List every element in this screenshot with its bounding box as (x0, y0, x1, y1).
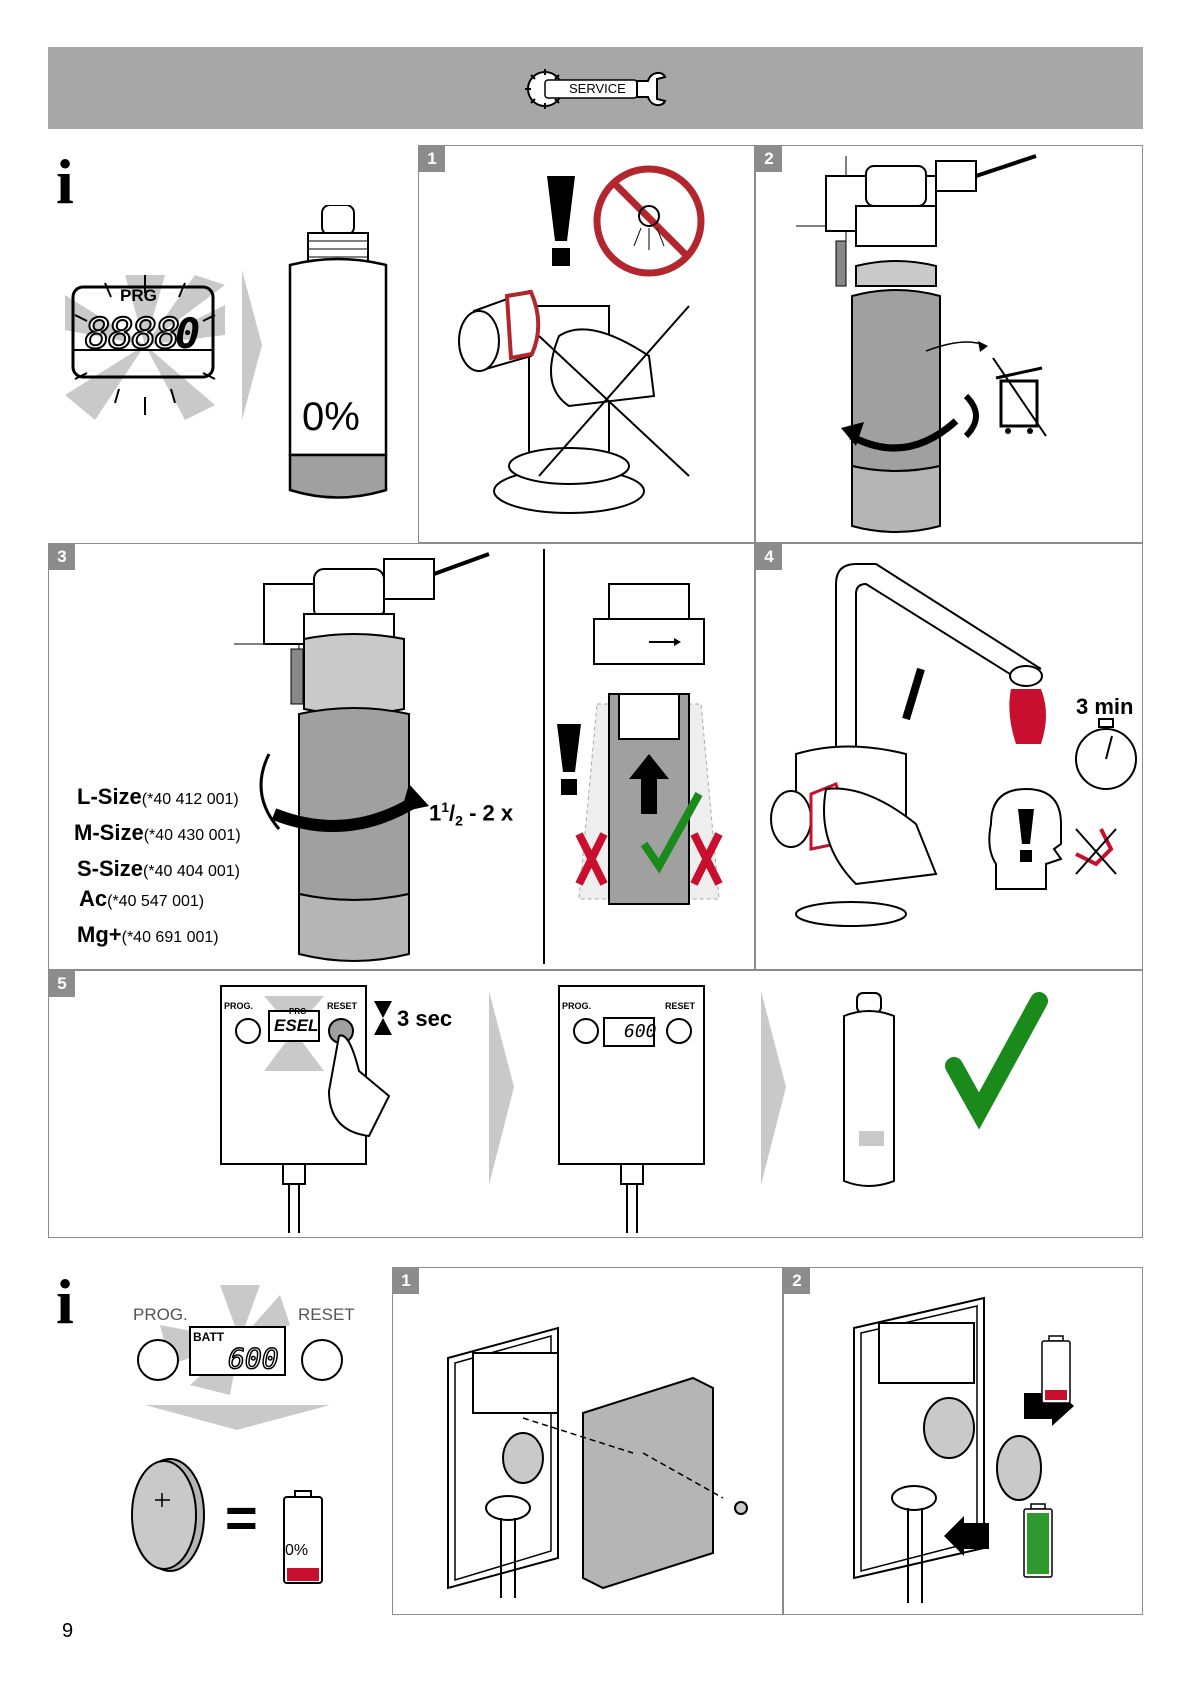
step-panel-4: 4 3 min (755, 543, 1143, 970)
size-row: Ac(*40 547 001) (79, 886, 241, 922)
step-number: 1 (393, 1268, 419, 1294)
step-number: 2 (784, 1268, 810, 1294)
battery-icon (1042, 1336, 1070, 1403)
arrow-chevron-icon (489, 991, 514, 1185)
step-number: 2 (756, 146, 782, 172)
prog-label-b: PROG. (133, 1305, 188, 1325)
batt-display-illustration: PROG. RESET BATT 600 (130, 1285, 345, 1395)
coin-battery (130, 1455, 205, 1575)
hold-time: 3 sec (397, 1006, 452, 1032)
battery-percent: 0% (285, 1542, 308, 1560)
cartridge-percent: 0% (302, 395, 360, 440)
prg-digits: 8888 (85, 309, 178, 358)
checkmark-icon (954, 1001, 1039, 1111)
prog-label-2: PROG. (562, 1001, 591, 1011)
step-panel-1: 1 (418, 145, 755, 543)
filter-cartridge-empty: 0% (288, 205, 388, 505)
step-number: 1 (419, 146, 445, 172)
reset-label-2: RESET (665, 1001, 695, 1011)
arrow-chevron-icon (761, 991, 786, 1185)
size-row: S-Size(*40 404 001) (77, 856, 241, 886)
equals-sign: = (225, 1485, 258, 1550)
arrow-chevron-icon (242, 270, 262, 420)
open-cover-scene (393, 1268, 783, 1615)
flush-duration: 3 min (1076, 694, 1133, 720)
battery-icon (1024, 1504, 1052, 1577)
reset-label: RESET (327, 1001, 357, 1011)
no-spray-icon (597, 169, 701, 273)
remove-cartridge-scene (756, 146, 1143, 543)
prg-label: PRG (120, 286, 157, 306)
step-panel-3: 3 L-Size(*40 412 00 (48, 543, 755, 970)
esel-text: ESEL (274, 1016, 318, 1036)
prg-blink-digit: 0 (175, 309, 200, 358)
service-badge: SERVICE (523, 67, 668, 112)
batt-digits: 600 (228, 1342, 279, 1375)
prog-label: PROG. (224, 1001, 253, 1011)
battery-icon: 0% (283, 1490, 323, 1585)
size-row: Mg+(*40 691 001) (77, 922, 241, 948)
step-number: 4 (756, 544, 782, 570)
battery-step-panel-2: 2 (783, 1267, 1143, 1615)
step-panel-5: 5 PROG. RESET PRG ESEL 3 sec PROG. RESET… (48, 970, 1143, 1238)
service-label: SERVICE (569, 81, 626, 96)
replace-battery-scene (784, 1268, 1143, 1615)
warning-exclamation-icon (557, 724, 581, 795)
trash-bin-icon (993, 358, 1046, 436)
warning-exclamation-icon (547, 176, 575, 266)
info-icon: i (56, 150, 74, 214)
reset-label-b: RESET (298, 1305, 355, 1325)
prg-display-illustration: PRG 8888 0 (65, 275, 225, 420)
size-row: M-Size(*40 430 001) (74, 820, 241, 856)
turns-label: 11/2 - 2 x (429, 799, 513, 829)
stopwatch-icon (1076, 719, 1136, 789)
hourglass-icon (374, 1001, 392, 1035)
step-panel-2: 2 (755, 145, 1143, 543)
battery-step-panel-1: 1 (392, 1267, 783, 1615)
cartridge-size-list: L-Size(*40 412 001) M-Size(*40 430 001) … (74, 784, 241, 948)
prg-small-label: PRG (289, 1007, 306, 1016)
arrow-chevron-icon (145, 1405, 330, 1430)
page-number: 9 (62, 1620, 73, 1643)
display-value: 600 (624, 1021, 657, 1042)
reset-display-scene (49, 971, 1143, 1238)
size-row: L-Size(*40 412 001) (77, 784, 241, 820)
info-icon-2: i (56, 1270, 74, 1334)
no-spray-scene (419, 146, 755, 543)
flush-faucet-scene (756, 544, 1143, 970)
batt-label: BATT (193, 1330, 224, 1344)
